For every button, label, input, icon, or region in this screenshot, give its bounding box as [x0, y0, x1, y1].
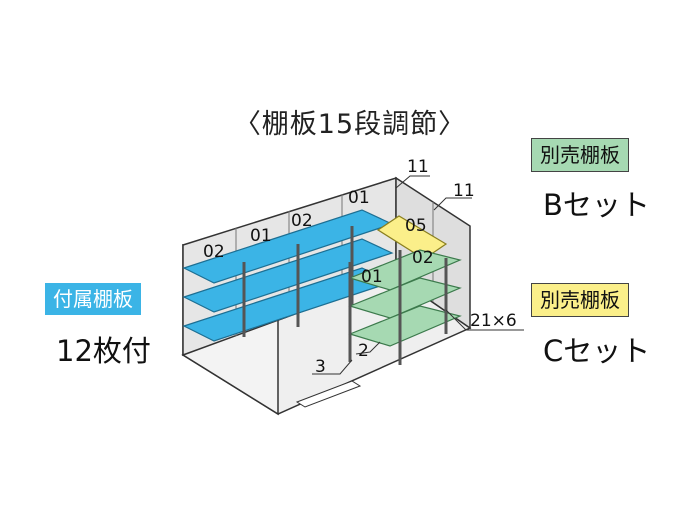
green-shelves — [348, 249, 462, 347]
included-shelf-badge: 付属棚板 — [45, 283, 141, 315]
shelf-label: 05 — [405, 216, 427, 236]
set-c-badge: 別売棚板 — [531, 283, 629, 317]
dimension-label: 11 — [453, 181, 475, 201]
shelf-label: 02 — [203, 242, 225, 262]
shelf-label: 01 — [250, 226, 272, 246]
set-b-badge: 別売棚板 — [531, 138, 629, 172]
yellow-shelf — [376, 215, 448, 260]
set-c-label: Cセット — [543, 334, 651, 368]
shelf-label: 02 — [291, 211, 313, 231]
shelf-label: 3 — [315, 357, 326, 377]
shelf-label: 01 — [348, 188, 370, 208]
shelf-label: 01 — [361, 267, 383, 287]
diagram-title: 〈棚板15段調節〉 — [233, 109, 467, 140]
shelf-label: 02 — [412, 248, 434, 268]
included-shelf-count: 12枚付 — [56, 334, 151, 368]
door-sill — [295, 380, 362, 408]
dimension-label: 21×6 — [470, 311, 517, 331]
shelf-label: 2 — [358, 341, 369, 361]
set-b-label: Bセット — [543, 188, 650, 222]
blue-shelves — [182, 209, 394, 342]
dimension-label: 11 — [407, 157, 429, 177]
